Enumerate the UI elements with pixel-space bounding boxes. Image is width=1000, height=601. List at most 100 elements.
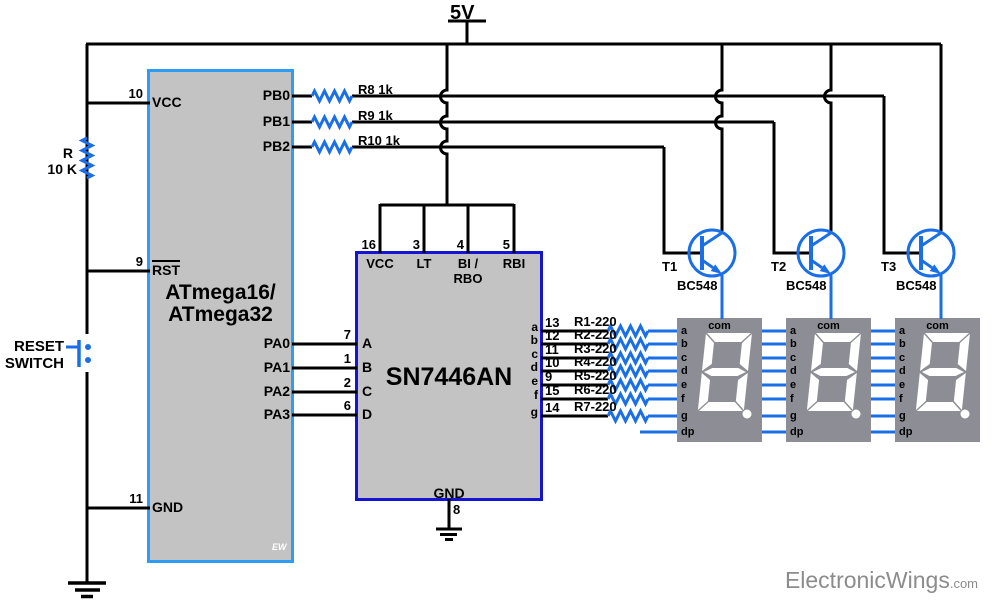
mcu-title-line1: ATmega16/	[165, 281, 276, 304]
resistor-r3	[606, 349, 650, 367]
segment-a	[816, 333, 860, 342]
decoder-pin4-number: 4	[456, 237, 464, 252]
segment-f	[702, 334, 714, 371]
transistor-t1-part: BC548	[677, 278, 718, 293]
display1-pin-b: b	[681, 338, 688, 350]
decoder-pin-c-label: C	[362, 383, 373, 399]
resistor-r1-label: R1-220	[574, 314, 617, 329]
transistor-collector	[920, 231, 943, 248]
pullup-resistor-value: 10 K	[47, 161, 77, 177]
display3-pin-b: b	[899, 338, 906, 350]
display1-pin-dp: dp	[681, 426, 695, 438]
resistor-r5	[606, 376, 650, 394]
mcu-chip-body	[147, 69, 294, 563]
decoder-pin15-number: 15	[545, 383, 560, 398]
segment-dp	[960, 409, 970, 419]
segment-d	[916, 402, 961, 411]
decoder-seg-c-label: c	[531, 347, 538, 361]
display2-pin-g: g	[790, 410, 797, 422]
mcu-pin-pb0-label: PB0	[262, 87, 290, 103]
segment-e	[697, 373, 711, 410]
display3-pin-d: d	[899, 365, 906, 377]
display1-pin-a: a	[681, 325, 688, 337]
segment-g	[703, 368, 746, 376]
blue-wires	[66, 87, 943, 434]
decoder-pin9-number: 9	[545, 369, 553, 384]
decoder-pin2-number: 2	[343, 375, 351, 390]
decoder-pin-bi-label: BI /	[457, 256, 479, 271]
mcu-pin-vcc-label: VCC	[152, 94, 182, 110]
transistor-t3-name: T3	[881, 259, 897, 274]
decoder-pin-a-label: A	[362, 335, 373, 351]
segment-a	[925, 333, 969, 342]
decoder-chip-body	[355, 251, 543, 501]
resistor-r7	[606, 407, 650, 425]
segment-c	[735, 373, 748, 410]
display1-pin-c: c	[681, 352, 688, 364]
resistor-r8	[310, 87, 354, 105]
transistor-collector	[810, 231, 833, 248]
seven-segment-digit	[915, 333, 970, 419]
transistor-t1-name: T1	[662, 259, 678, 274]
seven-segment-display-2: com a b c d e f g dp	[786, 318, 871, 442]
brand-text: ElectronicWings	[784, 567, 950, 593]
seven-segment-digit	[806, 333, 861, 419]
segment-c	[953, 373, 966, 410]
display2-pin-dp: dp	[790, 426, 804, 438]
transistor-t1	[687, 228, 737, 278]
segment-dp	[851, 409, 861, 419]
mcu-pin-rst-label: RST	[152, 262, 180, 278]
pb0-to-t3-base	[882, 96, 921, 255]
decoder-pin6-number: 6	[343, 398, 351, 413]
resistor-r9-label: R9 1k	[358, 108, 393, 123]
ground-symbol-decoder	[436, 527, 462, 541]
mcu-pin9-number: 9	[135, 254, 143, 269]
mcu-pin-pa1-label: PA1	[263, 359, 290, 375]
decoder-gnd-label: GND	[433, 485, 465, 501]
resistor-pullup	[78, 136, 96, 180]
seven-segment-display-1: com a b c d e f g dp	[677, 318, 762, 442]
resistor-r3-label: R3-220	[574, 341, 617, 356]
decoder-seg-d-label: d	[530, 360, 538, 374]
brand-suffix: .com	[949, 576, 978, 591]
resistor-r6-label: R6-220	[574, 382, 617, 397]
display1-com-label: com	[708, 320, 731, 332]
segment-f	[811, 334, 823, 371]
segment-g	[921, 368, 964, 376]
mcu-title-line2: ATmega32	[168, 303, 273, 326]
decoder-pin5-number: 5	[502, 237, 510, 252]
mcu-pin-pb2-label: PB2	[262, 138, 290, 154]
resistor-r4	[606, 362, 650, 380]
segment-f	[920, 334, 932, 371]
transistor-collector	[701, 231, 724, 248]
resistor-r10-label: R10 1k	[358, 133, 400, 148]
segment-d	[698, 402, 743, 411]
transistor-t2	[796, 228, 846, 278]
seven-segment-display-3: com a b c d e f g dp	[895, 318, 980, 442]
display3-pin-a: a	[899, 325, 906, 337]
decoder-pin11-number: 11	[545, 342, 559, 357]
decoder-seg-e-label: e	[531, 374, 538, 388]
mcu-pin-pa3-label: PA3	[263, 406, 290, 422]
resistor-r10	[310, 138, 354, 156]
display3-pin-dp: dp	[899, 426, 913, 438]
ground-symbol-left	[68, 581, 106, 599]
segment-dp	[742, 409, 752, 419]
transistor-emitter-arrow	[929, 264, 941, 274]
black-wires	[85, 19, 943, 584]
segment-a	[707, 333, 751, 342]
display2-pin-e: e	[790, 379, 797, 391]
segment-g	[812, 368, 855, 376]
decoder-seg-g-label: g	[530, 405, 538, 419]
decoder-pin-rbi-label: RBI	[502, 256, 526, 271]
display2-pin-d: d	[790, 365, 797, 377]
transistor-emitter	[920, 258, 933, 269]
display1-pin-f: f	[681, 393, 685, 405]
decoder-seg-f-label: f	[534, 388, 538, 402]
segment-b	[739, 334, 752, 371]
transistor-emitter	[810, 258, 823, 269]
decoder-pin13-number: 13	[545, 315, 560, 330]
pb1-to-t2-base	[772, 122, 811, 255]
